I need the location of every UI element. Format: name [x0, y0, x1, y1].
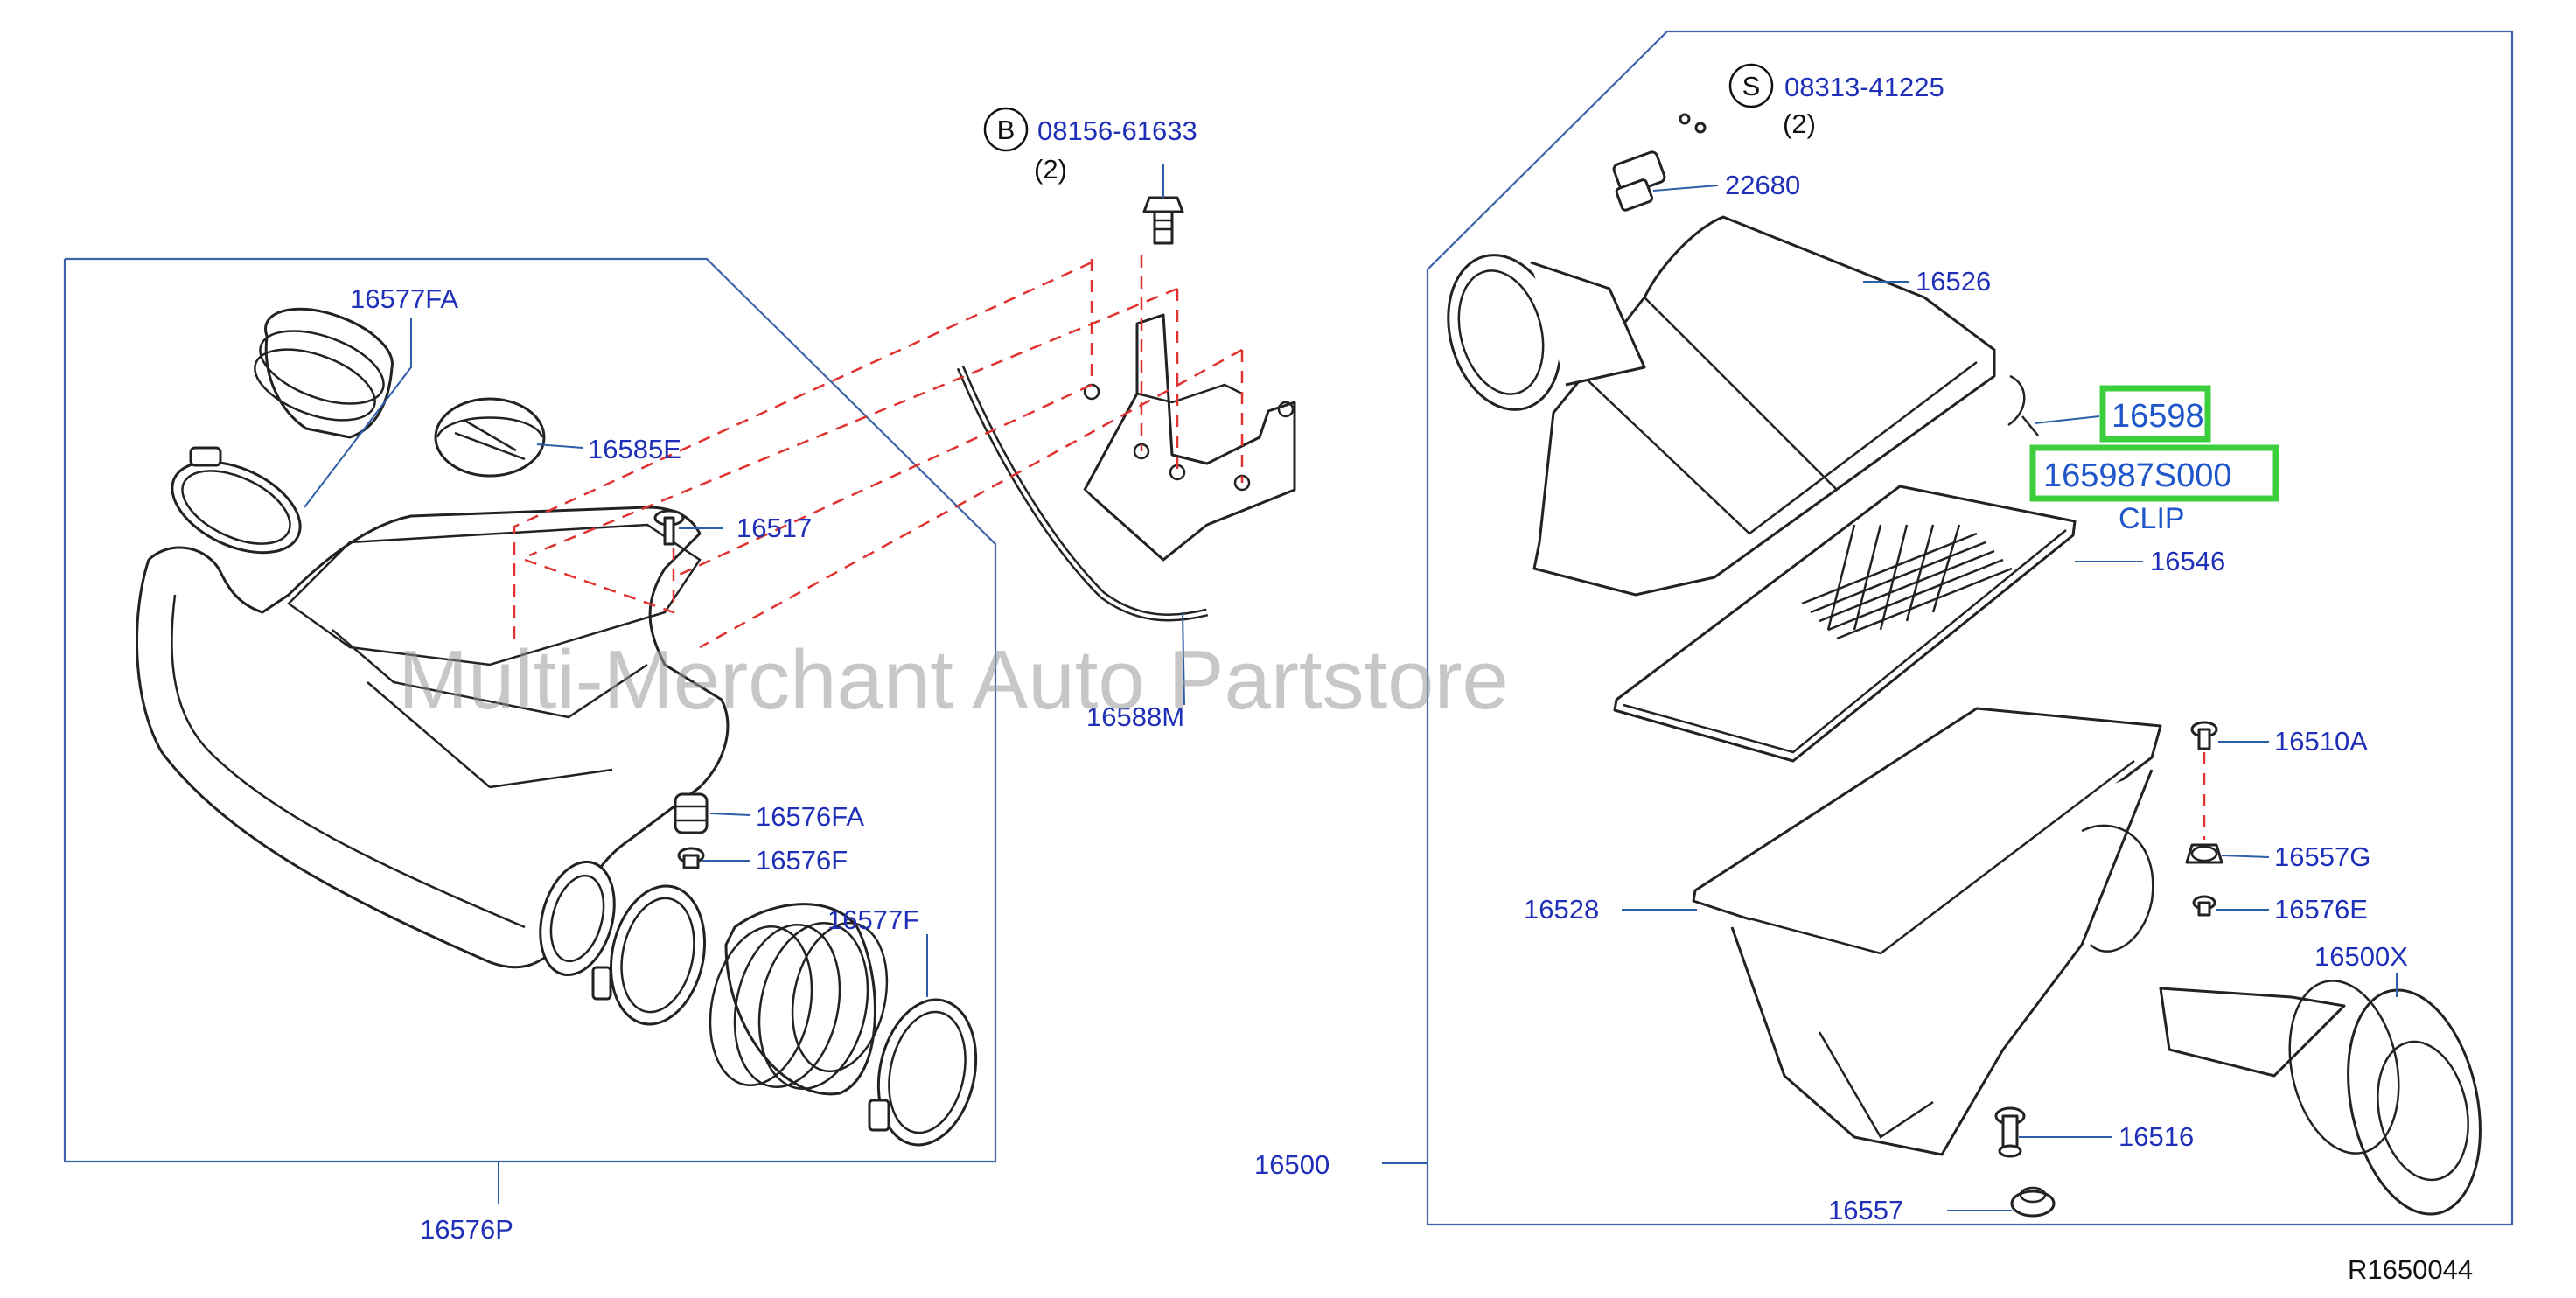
label-16577F: 16577F: [827, 904, 919, 935]
hose-clamp-16577F: [868, 998, 978, 1147]
diagram-reference-code: R1650044: [2348, 1254, 2473, 1285]
label-08313-41225: 08313-41225: [1784, 72, 1944, 102]
filter-mesh: [1801, 524, 2013, 640]
label-165987S000: 165987S000: [2043, 457, 2232, 494]
screws-08313: [1679, 113, 1707, 134]
label-16500X: 16500X: [2314, 941, 2408, 972]
label-16528: 16528: [1524, 894, 1599, 925]
label-16576P: 16576P: [420, 1214, 513, 1245]
svg-text:B: B: [997, 115, 1016, 145]
upper-cover-16526: [1447, 215, 1996, 597]
label-16517: 16517: [736, 513, 812, 543]
label-16585E: 16585E: [588, 434, 681, 464]
watermark-text: Multi-Merchant Auto Partstore: [398, 633, 1509, 727]
right-assembly-frame: [1382, 30, 2514, 1226]
highlight-box-165987S000: [2029, 444, 2279, 502]
label-clip: CLIP: [2119, 502, 2185, 535]
label-16598: 16598: [2112, 398, 2204, 435]
hose-clamp-lower: [591, 884, 707, 1026]
marker-b: B: [983, 107, 1029, 152]
duct-outlet: [539, 860, 616, 977]
label-16576E: 16576E: [2274, 894, 2368, 925]
bellows-hose-top: [254, 307, 394, 439]
grommet-16576FA: [674, 792, 709, 834]
bolt-08156: [1142, 196, 1184, 245]
svg-text:S: S: [1742, 71, 1761, 101]
filter-element-16546: [1613, 485, 2077, 763]
bushing-16576F: [677, 847, 705, 869]
resonator-16500X: [2159, 980, 2482, 1216]
left-assembly-frame: [63, 257, 997, 1204]
label-16576FA: 16576FA: [756, 801, 864, 832]
lower-case-16528: [1692, 707, 2162, 1156]
label-16557: 16557: [1828, 1195, 1903, 1225]
bolt-16510A: [2190, 721, 2218, 750]
clip-16598: [2007, 374, 2039, 436]
label-08156-qty: (2): [1034, 154, 1067, 185]
label-16510A: 16510A: [2274, 726, 2368, 757]
sensor-22680: [1612, 150, 1666, 212]
bolt-16517: [653, 509, 685, 546]
label-16516: 16516: [2119, 1121, 2194, 1152]
bellows-hose-lower: [709, 903, 889, 1096]
label-16546: 16546: [2150, 546, 2225, 576]
tube-16588M: [956, 366, 1209, 622]
label-16577FA: 16577FA: [350, 283, 458, 314]
intake-duct: [135, 506, 730, 969]
assembly-dashed-lines: [513, 255, 1244, 649]
bracket-16588M: [1083, 313, 1296, 562]
cap-part: [434, 397, 546, 478]
label-08156-61633: 08156-61633: [1037, 115, 1197, 146]
hose-clamp-top: [171, 446, 302, 555]
leader-lines: [304, 164, 2398, 1211]
label-16500: 16500: [1254, 1149, 1330, 1180]
label-16588M: 16588M: [1086, 701, 1184, 732]
bushing-16576E: [2192, 895, 2216, 917]
grommet-16557G: [2185, 843, 2223, 864]
grommet-16557: [2010, 1186, 2056, 1218]
label-16576F: 16576F: [756, 845, 848, 876]
marker-s: S: [1728, 63, 1774, 108]
highlight-box-16598: [2099, 385, 2211, 443]
label-22680: 22680: [1725, 170, 1800, 200]
label-16557G: 16557G: [2274, 841, 2370, 872]
label-16526: 16526: [1916, 266, 1991, 297]
bolt-16516: [1994, 1106, 2026, 1158]
label-08313-qty: (2): [1783, 108, 1816, 139]
